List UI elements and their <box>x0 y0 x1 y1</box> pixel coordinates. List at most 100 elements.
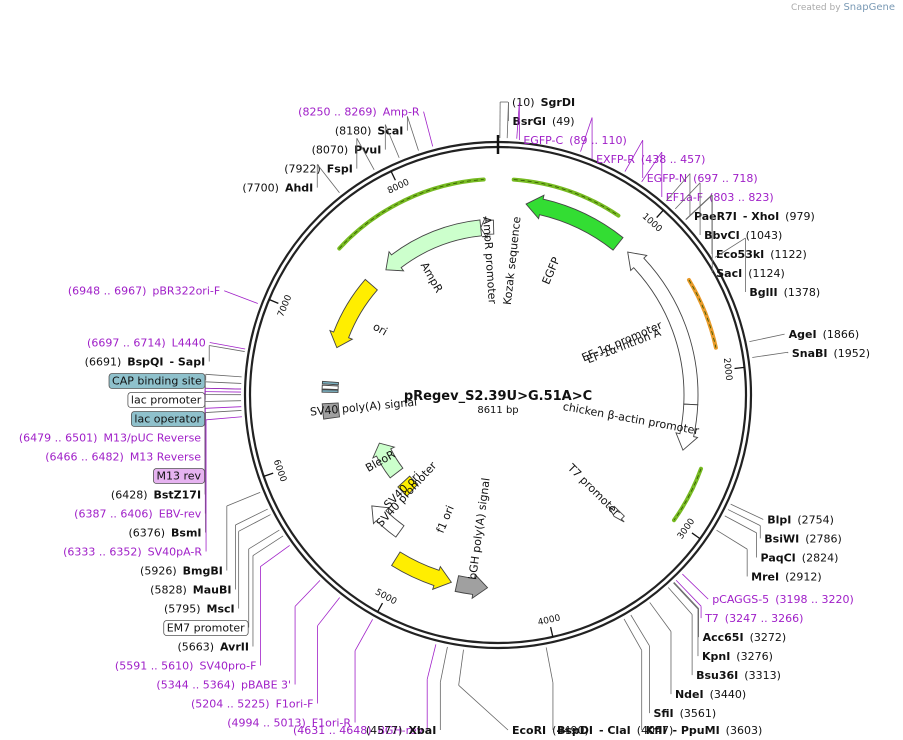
feature-label: AmpR <box>418 260 446 295</box>
site-label-part: (1043) <box>746 229 783 242</box>
feature-box-label: EM7 promoter <box>167 622 245 635</box>
site-label-part: BlpI <box>767 513 791 526</box>
site-leader-line <box>624 140 644 172</box>
feature-ori <box>329 278 378 349</box>
site-leader-line <box>205 410 242 413</box>
site-leader-line <box>730 503 764 520</box>
site-leader-line <box>649 602 672 632</box>
coverage-arc-line <box>513 179 619 216</box>
feature-label: ori <box>371 320 390 338</box>
site-label-part: MscI <box>207 603 235 616</box>
site-label-part: NdeI <box>675 688 704 701</box>
enzyme-label: (4577)XbaI <box>366 724 436 737</box>
feature-box <box>153 468 205 484</box>
coverage-arc <box>687 278 718 350</box>
site-label-part: - SapI <box>169 356 205 369</box>
coverage-arc-line <box>673 468 702 521</box>
site-leader-line <box>260 545 290 567</box>
site-label-part: (3276) <box>736 650 773 663</box>
coverage-arc-line <box>688 279 717 348</box>
feature-box-label: lac promoter <box>131 394 202 407</box>
primer-label: (5591 .. 5610) SV40pro-F <box>115 660 257 673</box>
site-label-part: SgrDI <box>541 96 575 109</box>
site-label-part: BspQI <box>127 356 163 369</box>
feature-lac-promoter <box>321 384 339 391</box>
site-leader-line <box>458 649 464 686</box>
site-label-part: (3313) <box>744 669 781 682</box>
site-label-part: PaqCI <box>761 551 796 564</box>
feature-label: bGH poly(A) signal <box>466 477 493 581</box>
site-label-part: BsrGI <box>512 115 545 128</box>
site-label-part: SV40pro-F <box>199 660 256 673</box>
feature-box-label: lac operator <box>134 413 201 426</box>
site-label-part: (4047) <box>637 724 674 737</box>
tick-label: 4000 <box>537 613 562 628</box>
site-label-part: (10) <box>512 96 535 109</box>
enzyme-label: BspDI- ClaI(4047) <box>557 724 673 737</box>
site-label-part: Eco53kI <box>716 248 764 261</box>
site-label-part: M13 rev <box>156 470 201 483</box>
site-label-part: (1378) <box>784 286 821 299</box>
primer-label: EXFP-R(438 .. 457) <box>596 153 705 166</box>
site-leader-line <box>224 290 258 304</box>
enzyme-label: SnaBI(1952) <box>792 347 870 360</box>
feature-box-label: M13 rev <box>156 470 201 483</box>
site-label-part: (5344 .. 5364) <box>156 679 235 692</box>
feature-label: T7 promoter <box>564 461 623 520</box>
tick-label: 1000 <box>640 212 664 235</box>
site-label-part: EGFP-N <box>647 172 687 185</box>
site-label-part: SfiI <box>653 707 673 720</box>
enzyme-label: AgeI(1866) <box>789 328 860 341</box>
tick-mark <box>691 532 701 540</box>
enzyme-label: (5926)BmgBI <box>140 565 223 578</box>
site-label-part: (2824) <box>802 551 839 564</box>
credit-prefix: Created by <box>791 3 841 13</box>
site-label-part: - XhoI <box>743 210 779 223</box>
snapgene-credit: Created by SnapGene <box>791 2 895 13</box>
feature-arrows <box>321 194 699 600</box>
site-label-part: KpnI <box>702 650 730 663</box>
site-label-part: CAP binding site <box>112 375 202 388</box>
site-leader-line <box>226 491 261 507</box>
site-label-part: Bsu36I <box>696 669 738 682</box>
enzyme-label: (10) SgrDI <box>512 96 575 109</box>
site-leader-line <box>206 416 242 421</box>
feature-egfp <box>525 194 624 251</box>
site-label-part: (5591 .. 5610) <box>115 660 194 673</box>
site-label-part: FspI <box>327 163 353 176</box>
site-label-part: (8070) <box>312 144 349 157</box>
site-leader-line <box>674 182 701 210</box>
enzyme-label: SacI(1124) <box>716 267 785 280</box>
enzyme-label: BsrGI(49) <box>512 115 574 128</box>
site-leader-line <box>354 619 373 651</box>
site-label-part: (979) <box>785 210 815 223</box>
site-label-part: (8250 .. 8269) <box>298 106 377 119</box>
site-label-part: F1ori-F <box>276 698 314 711</box>
site-label-part: (697 .. 718) <box>693 172 758 185</box>
site-label-part: BGH-rev <box>378 724 424 737</box>
site-label-part: (1122) <box>770 248 807 261</box>
site-label-part: - ClaI <box>599 724 631 737</box>
site-label-part: EGFP-C <box>523 134 563 147</box>
site-label-part: M13 Reverse <box>130 451 201 464</box>
coverage-arc <box>672 466 703 523</box>
site-leader-line <box>317 597 341 627</box>
site-label-part: KflI <box>646 724 667 737</box>
site-label-part: PaeR7I <box>694 210 737 223</box>
site-label-part: (6466 .. 6482) <box>45 451 124 464</box>
enzyme-label: SfiI(3561) <box>653 707 716 720</box>
feature-box <box>108 373 206 389</box>
site-label-part: lac operator <box>134 413 201 426</box>
site-label-part: MreI <box>751 570 779 583</box>
backbone-ring <box>243 135 753 650</box>
enzyme-label: (8180)ScaI <box>335 125 404 138</box>
enzyme-label: (8070)PvuI <box>312 144 382 157</box>
site-leader-line <box>205 387 242 390</box>
site-label-part: (5795) <box>164 603 201 616</box>
enzyme-label: (7922)FspI <box>284 163 353 176</box>
site-label-part: (4994 .. 5013) <box>227 717 306 730</box>
site-label-part: (4631 .. 4648) <box>293 724 372 737</box>
site-label-part: F1ori-R <box>312 717 352 730</box>
site-leader-line <box>673 582 699 610</box>
